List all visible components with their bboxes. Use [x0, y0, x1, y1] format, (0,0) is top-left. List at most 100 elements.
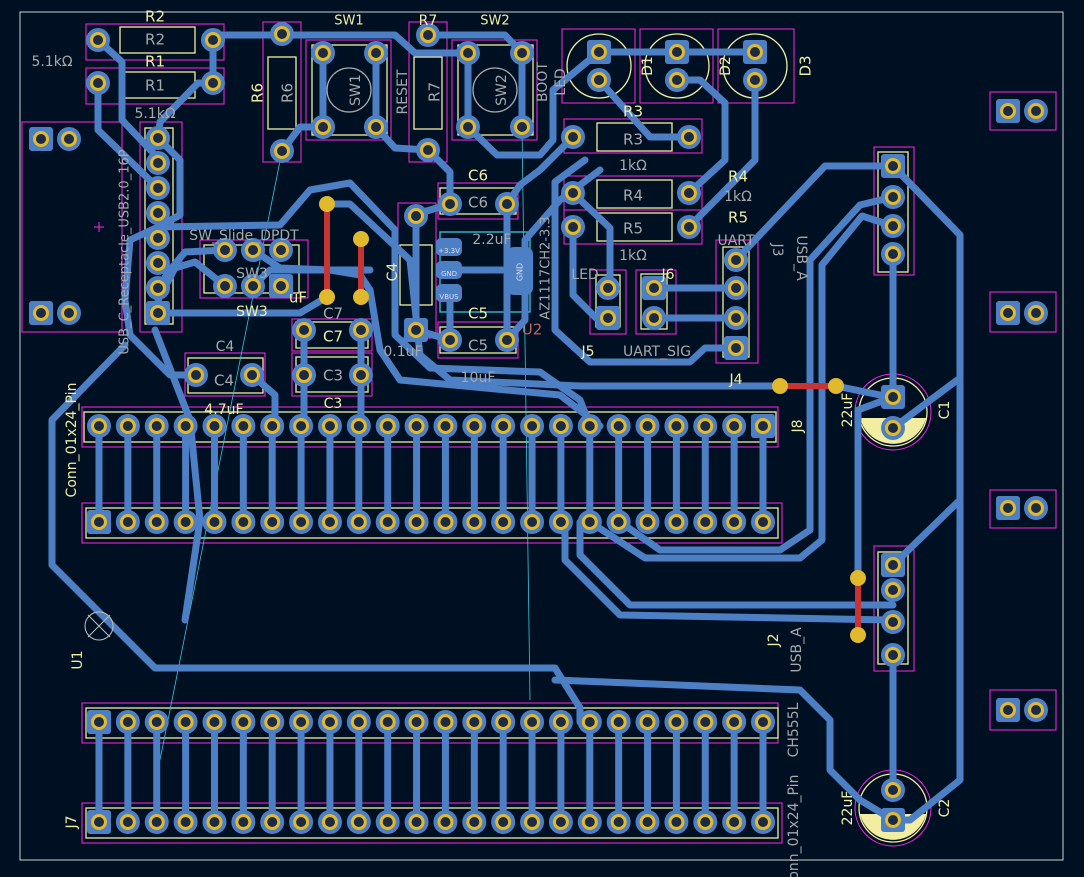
copper-trace[interactable]	[889, 374, 964, 432]
through-hole-pad[interactable]	[202, 810, 227, 834]
through-hole-pad[interactable]	[548, 810, 573, 834]
through-hole-pad[interactable]	[289, 510, 314, 534]
via[interactable]	[319, 196, 335, 212]
copper-trace[interactable]	[464, 48, 603, 159]
square-pad[interactable]	[996, 496, 1020, 520]
through-hole-pad[interactable]	[433, 710, 458, 734]
through-hole-pad[interactable]	[724, 306, 748, 330]
through-hole-pad[interactable]	[231, 510, 256, 534]
through-hole-pad[interactable]	[577, 810, 602, 834]
square-pad[interactable]	[743, 40, 767, 64]
through-hole-pad[interactable]	[144, 510, 169, 534]
square-pad[interactable]	[87, 810, 111, 834]
through-hole-pad[interactable]	[520, 510, 545, 534]
through-hole-pad[interactable]	[606, 810, 631, 834]
via[interactable]	[772, 378, 788, 394]
via[interactable]	[828, 378, 844, 394]
through-hole-pad[interactable]	[606, 414, 631, 438]
copper-trace[interactable]	[889, 162, 964, 824]
through-hole-pad[interactable]	[722, 510, 747, 534]
through-hole-pad[interactable]	[881, 214, 905, 238]
usb-c-pad[interactable]	[146, 151, 170, 175]
through-hole-pad[interactable]	[664, 710, 689, 734]
through-hole-pad[interactable]	[881, 610, 905, 634]
through-hole-pad[interactable]	[577, 414, 602, 438]
through-hole-pad[interactable]	[317, 510, 342, 534]
via[interactable]	[319, 289, 335, 305]
through-hole-pad[interactable]	[416, 23, 440, 47]
through-hole-pad[interactable]	[1024, 496, 1048, 520]
through-hole-pad[interactable]	[86, 28, 110, 52]
through-hole-pad[interactable]	[462, 414, 487, 438]
smd-pad[interactable]	[436, 261, 462, 279]
via[interactable]	[850, 570, 866, 586]
through-hole-pad[interactable]	[364, 115, 388, 139]
through-hole-pad[interactable]	[260, 710, 285, 734]
through-hole-pad[interactable]	[240, 363, 264, 387]
through-hole-pad[interactable]	[260, 810, 285, 834]
through-hole-pad[interactable]	[317, 414, 342, 438]
through-hole-pad[interactable]	[587, 68, 611, 92]
through-hole-pad[interactable]	[433, 414, 458, 438]
through-hole-pad[interactable]	[664, 510, 689, 534]
square-pad[interactable]	[996, 698, 1020, 722]
through-hole-pad[interactable]	[743, 68, 767, 92]
through-hole-pad[interactable]	[665, 68, 689, 92]
through-hole-pad[interactable]	[491, 414, 516, 438]
through-hole-pad[interactable]	[213, 274, 237, 298]
through-hole-pad[interactable]	[693, 414, 718, 438]
square-pad[interactable]	[404, 318, 428, 342]
through-hole-pad[interactable]	[184, 363, 208, 387]
through-hole-pad[interactable]	[751, 510, 776, 534]
through-hole-pad[interactable]	[202, 510, 227, 534]
via[interactable]	[353, 231, 369, 247]
through-hole-pad[interactable]	[751, 710, 776, 734]
through-hole-pad[interactable]	[173, 414, 198, 438]
through-hole-pad[interactable]	[346, 810, 371, 834]
through-hole-pad[interactable]	[144, 414, 169, 438]
copper-trace[interactable]	[551, 156, 740, 366]
usb-c-pad[interactable]	[146, 251, 170, 275]
through-hole-pad[interactable]	[115, 414, 140, 438]
through-hole-pad[interactable]	[693, 510, 718, 534]
square-pad[interactable]	[881, 385, 905, 409]
through-hole-pad[interactable]	[456, 115, 480, 139]
smd-tab-pad[interactable]	[507, 247, 533, 295]
through-hole-pad[interactable]	[724, 248, 748, 272]
through-hole-pad[interactable]	[375, 810, 400, 834]
copper-trace[interactable]	[94, 79, 162, 192]
through-hole-pad[interactable]	[462, 710, 487, 734]
copper-trace[interactable]	[551, 676, 897, 824]
through-hole-pad[interactable]	[606, 710, 631, 734]
through-hole-pad[interactable]	[346, 414, 371, 438]
through-hole-pad[interactable]	[577, 710, 602, 734]
through-hole-pad[interactable]	[677, 181, 701, 205]
through-hole-pad[interactable]	[86, 71, 110, 95]
through-hole-pad[interactable]	[57, 301, 81, 325]
through-hole-pad[interactable]	[57, 127, 81, 151]
square-pad[interactable]	[29, 127, 53, 151]
usb-c-pad[interactable]	[146, 201, 170, 225]
through-hole-pad[interactable]	[724, 276, 748, 300]
square-pad[interactable]	[642, 276, 666, 300]
through-hole-pad[interactable]	[433, 810, 458, 834]
through-hole-pad[interactable]	[241, 274, 265, 298]
through-hole-pad[interactable]	[495, 328, 519, 352]
through-hole-pad[interactable]	[548, 710, 573, 734]
through-hole-pad[interactable]	[881, 242, 905, 266]
through-hole-pad[interactable]	[693, 710, 718, 734]
through-hole-pad[interactable]	[1024, 698, 1048, 722]
through-hole-pad[interactable]	[173, 710, 198, 734]
through-hole-pad[interactable]	[642, 306, 666, 330]
through-hole-pad[interactable]	[269, 238, 293, 262]
through-hole-pad[interactable]	[292, 363, 316, 387]
through-hole-pad[interactable]	[375, 510, 400, 534]
through-hole-pad[interactable]	[596, 276, 620, 300]
through-hole-pad[interactable]	[462, 810, 487, 834]
through-hole-pad[interactable]	[144, 810, 169, 834]
through-hole-pad[interactable]	[635, 414, 660, 438]
through-hole-pad[interactable]	[520, 810, 545, 834]
through-hole-pad[interactable]	[289, 710, 314, 734]
through-hole-pad[interactable]	[561, 181, 585, 205]
